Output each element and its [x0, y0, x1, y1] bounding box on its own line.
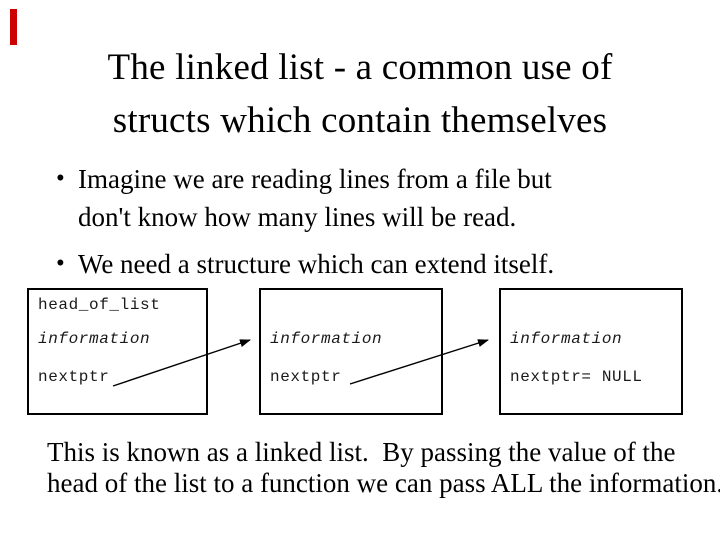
- bullet-marker: •: [56, 165, 65, 192]
- bullet-text: We need a structure which can extend its…: [78, 245, 554, 283]
- node-header-label: head_of_list: [38, 296, 161, 314]
- node-nextptr-label: nextptr: [270, 368, 342, 386]
- slide-title: The linked list - a common use of struct…: [0, 41, 720, 147]
- bullet-text-line: We need a structure which can extend its…: [78, 249, 555, 279]
- node-information-label: information: [510, 330, 623, 348]
- bullet-item: • We need a structure which can extend i…: [56, 245, 686, 283]
- bullet-text: Imagine we are reading lines from a file…: [78, 160, 552, 236]
- bullet-text-line: Imagine we are reading lines from a file…: [78, 164, 552, 194]
- title-line: The linked list - a common use of: [107, 47, 613, 88]
- linked-list-node-tail: information nextptr= NULL: [499, 288, 683, 415]
- bullet-marker: •: [56, 250, 65, 277]
- footer-line: This is known as a linked list. By passi…: [47, 437, 676, 467]
- accent-bar: [10, 9, 17, 45]
- bullet-text-line: don't know how many lines will be read.: [78, 202, 517, 232]
- node-information-label: information: [270, 330, 383, 348]
- node-nextptr-label: nextptr: [38, 368, 110, 386]
- bullet-list: • Imagine we are reading lines from a fi…: [56, 160, 686, 292]
- title-line: structs which contain themselves: [112, 100, 608, 141]
- footer-line: head of the list to a function we can pa…: [47, 468, 720, 498]
- bullet-item: • Imagine we are reading lines from a fi…: [56, 160, 686, 236]
- linked-list-node-middle: information nextptr: [259, 288, 443, 415]
- footer-text: This is known as a linked list. By passi…: [47, 437, 720, 499]
- node-nextptr-label: nextptr= NULL: [510, 368, 643, 386]
- linked-list-node-head: head_of_list information nextptr: [27, 288, 208, 415]
- node-information-label: information: [38, 330, 151, 348]
